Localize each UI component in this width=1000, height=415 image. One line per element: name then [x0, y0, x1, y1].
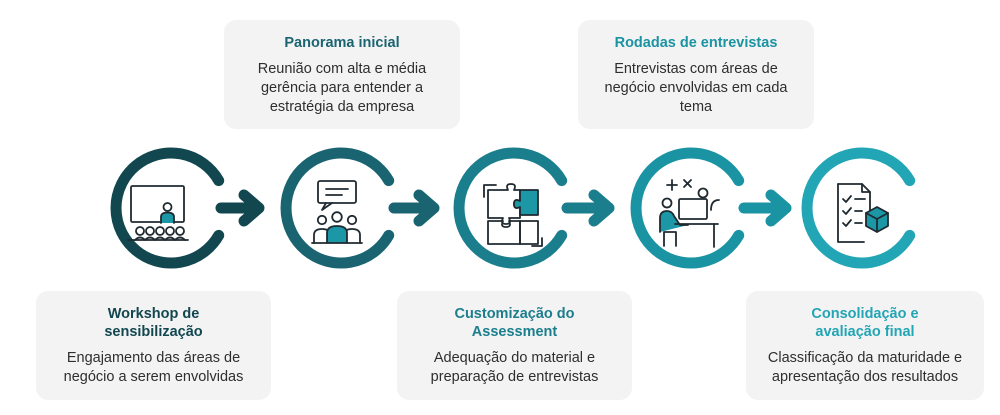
step-1-title: Workshop de sensibilização: [104, 306, 203, 340]
meeting-icon: [311, 180, 363, 244]
arrow-4: [738, 189, 792, 227]
step-3-card: Customização do Assessment Adequação do …: [397, 291, 632, 400]
step-5-title: Consolidação e avaliação final: [811, 306, 919, 340]
arrow-1: [215, 189, 265, 227]
step-1-description: Engajamento das áreas de negócio a serem…: [63, 350, 244, 385]
step-5-ring: [801, 147, 916, 269]
step-4-ring: [630, 147, 745, 269]
step-2-ring: [280, 147, 395, 269]
step-5-description: Classificação da maturidade e apresentaç…: [767, 350, 963, 385]
step-4-node: [630, 147, 745, 269]
interview-icon: [659, 179, 720, 248]
step-3-description: Adequação do material e preparação de en…: [430, 350, 599, 385]
step-4-card: Rodadas de entrevistas Entrevistas com á…: [578, 20, 814, 129]
step-5-node: [801, 147, 916, 269]
checklist-cube-icon: [837, 183, 889, 243]
presentation-icon: [127, 185, 189, 241]
step-2-title: Panorama inicial: [284, 35, 400, 51]
step-5-card: Consolidação e avaliação final Classific…: [746, 291, 984, 400]
step-3-title: Customização do Assessment: [454, 306, 575, 340]
step-4-description: Entrevistas com áreas de negócio envolvi…: [604, 61, 788, 115]
step-2-card: Panorama inicial Reunião com alta e médi…: [224, 20, 460, 129]
step-3-ring: [453, 147, 568, 269]
step-2-description: Reunião com alta e média gerência para e…: [257, 61, 427, 115]
arrow-2: [388, 189, 440, 227]
puzzle-icon: [483, 183, 543, 247]
step-4-title: Rodadas de entrevistas: [614, 35, 778, 51]
step-1-node: [110, 147, 225, 269]
step-3-node: [453, 147, 568, 269]
step-2-node: [280, 147, 395, 269]
step-1-ring: [110, 147, 225, 269]
step-1-card: Workshop de sensibilização Engajamento d…: [36, 291, 271, 400]
arrow-3: [561, 189, 615, 227]
